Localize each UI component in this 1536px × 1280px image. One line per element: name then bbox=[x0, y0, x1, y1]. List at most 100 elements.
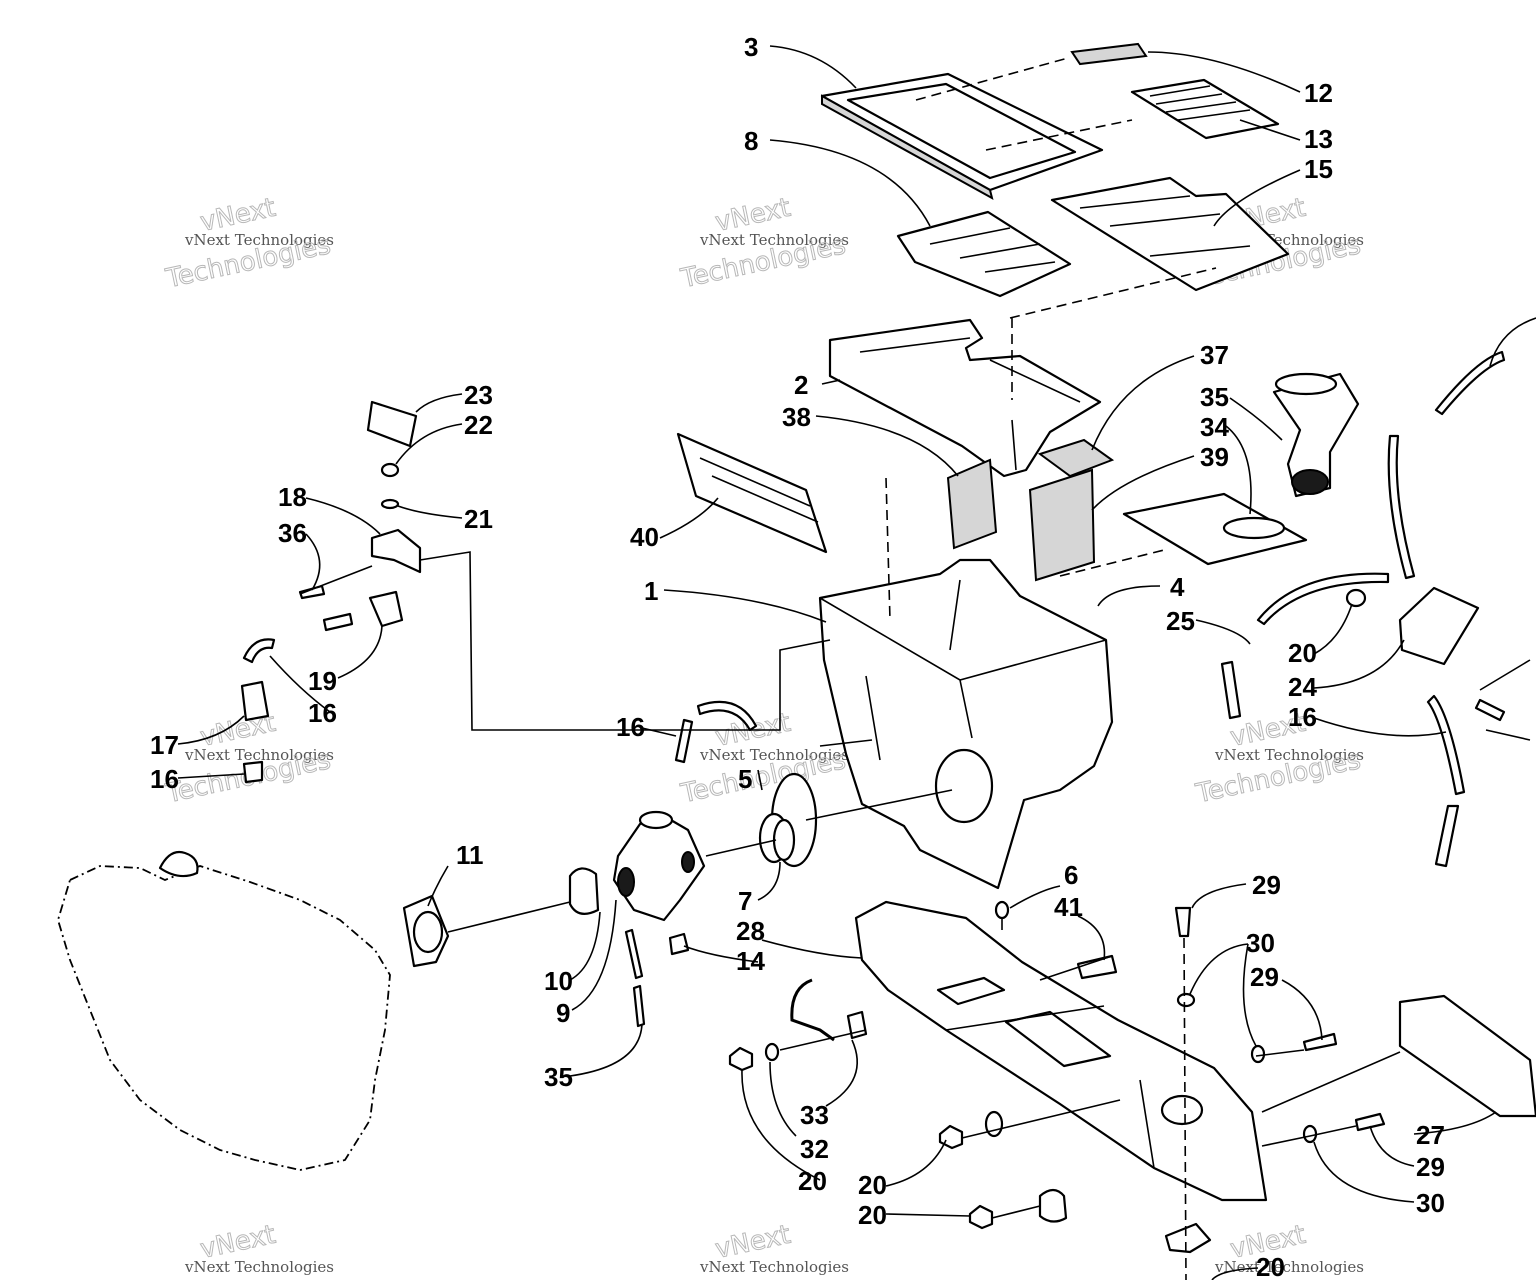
callout-7: 7 bbox=[738, 886, 752, 916]
engine-fill-cap bbox=[158, 850, 199, 878]
part-30-washer-c bbox=[1302, 1124, 1318, 1144]
callout-35b: 35 bbox=[544, 1062, 573, 1092]
callout-14: 14 bbox=[736, 946, 765, 976]
callout-27: 27 bbox=[1416, 1120, 1445, 1150]
callout-10: 10 bbox=[544, 966, 573, 996]
callout-16b: 16 bbox=[150, 764, 179, 794]
callout-29b: 29 bbox=[1250, 962, 1279, 992]
part-28-silencer bbox=[854, 900, 1268, 1202]
part-20-nut-d bbox=[968, 1204, 994, 1230]
callout-24: 24 bbox=[1288, 672, 1317, 702]
part-39-foam bbox=[1028, 468, 1096, 582]
callout-20d: 20 bbox=[858, 1200, 887, 1230]
part-29-bolt-c bbox=[1354, 1112, 1386, 1132]
callout-6: 6 bbox=[1064, 860, 1078, 890]
part-11-flange bbox=[402, 894, 450, 968]
part-37-foam bbox=[1037, 438, 1115, 478]
callout-30a: 30 bbox=[1246, 928, 1275, 958]
callout-34: 34 bbox=[1200, 412, 1229, 442]
part-8-tray bbox=[896, 210, 1072, 298]
callout-25: 25 bbox=[1166, 606, 1195, 636]
part-16-clamp bbox=[242, 760, 264, 784]
callout-37: 37 bbox=[1200, 340, 1229, 370]
callout-4: 4 bbox=[1170, 572, 1185, 602]
svg-text:vNext Technologies: vNext Technologies bbox=[1214, 1258, 1364, 1276]
part-27-block bbox=[1398, 994, 1536, 1118]
part-16-hose-g bbox=[1426, 694, 1466, 796]
callout-29c: 29 bbox=[1416, 1152, 1445, 1182]
svg-text:vNext Technologies: vNext Technologies bbox=[699, 746, 849, 764]
part-2-upper-airbox bbox=[828, 318, 1102, 478]
part-22-nut bbox=[380, 462, 400, 478]
part-16-hose-f bbox=[1387, 434, 1416, 580]
callout-35a: 35 bbox=[1200, 382, 1229, 412]
callout-2: 2 bbox=[794, 370, 808, 400]
part-20-nut-b bbox=[728, 1046, 754, 1072]
part-16-hose-c bbox=[322, 612, 354, 632]
callout-21: 21 bbox=[464, 504, 493, 534]
part-16-hose-d bbox=[242, 638, 276, 664]
part-34-gasket bbox=[1122, 492, 1308, 566]
part-16-hose-a bbox=[674, 718, 694, 764]
part-38-foam bbox=[946, 458, 998, 550]
part-35-hose bbox=[624, 928, 644, 980]
callout-28: 28 bbox=[736, 916, 765, 946]
part-24-pump bbox=[1398, 586, 1480, 666]
callout-32: 32 bbox=[800, 1134, 829, 1164]
callout-29a: 29 bbox=[1252, 870, 1281, 900]
part-23-decal bbox=[366, 400, 418, 448]
part-16-hose-h bbox=[1434, 804, 1460, 868]
part-30-washer-a bbox=[1176, 992, 1196, 1008]
part-12-clip bbox=[1070, 42, 1148, 66]
callout-30b: 30 bbox=[1416, 1188, 1445, 1218]
callouts: 3 12 13 8 15 2 37 35 34 38 39 23 22 18 2… bbox=[150, 32, 1445, 1280]
callout-39: 39 bbox=[1200, 442, 1229, 472]
part-10-clamp bbox=[568, 867, 600, 915]
part-20-nut-a bbox=[1345, 588, 1367, 608]
bracket-right bbox=[1479, 659, 1531, 741]
leader-lines bbox=[177, 45, 1536, 1280]
part-35-elbow bbox=[1272, 372, 1360, 498]
part-29-bolt-a bbox=[1174, 906, 1192, 938]
part-1-airbox bbox=[818, 558, 1114, 890]
callout-20c: 20 bbox=[858, 1170, 887, 1200]
callout-20e: 20 bbox=[1256, 1252, 1285, 1280]
part-3-filter-frame bbox=[820, 72, 1104, 200]
part-40-foam-strip bbox=[676, 432, 828, 554]
callout-40: 40 bbox=[630, 522, 659, 552]
callout-33: 33 bbox=[800, 1100, 829, 1130]
part-32-washer bbox=[764, 1042, 780, 1062]
callout-13: 13 bbox=[1304, 124, 1333, 154]
part-36-screw-right bbox=[1474, 698, 1506, 722]
svg-text:vNext Technologies: vNext Technologies bbox=[184, 746, 334, 764]
callout-41: 41 bbox=[1054, 892, 1083, 922]
part-14-nut bbox=[668, 932, 690, 956]
part-16-hose-b bbox=[696, 700, 758, 732]
callout-20a: 20 bbox=[1288, 638, 1317, 668]
part-18-bracket bbox=[370, 528, 422, 574]
callout-16d: 16 bbox=[616, 712, 645, 742]
svg-text:vNext Technologies: vNext Technologies bbox=[699, 1258, 849, 1276]
svg-text:vNext Technologies: vNext Technologies bbox=[184, 1258, 334, 1276]
part-7-adapter bbox=[772, 818, 796, 862]
callout-16c: 16 bbox=[1288, 702, 1317, 732]
callout-22: 22 bbox=[464, 410, 493, 440]
callout-17: 17 bbox=[150, 730, 179, 760]
part-15-plate bbox=[1050, 176, 1290, 292]
part-25-hose-b bbox=[1256, 572, 1390, 626]
part-21-washer bbox=[380, 498, 400, 510]
callout-15: 15 bbox=[1304, 154, 1333, 184]
engine-outline bbox=[57, 865, 391, 1171]
svg-text:vNext Technologies: vNext Technologies bbox=[1214, 746, 1364, 764]
callout-16a: 16 bbox=[308, 698, 337, 728]
callout-19: 19 bbox=[308, 666, 337, 696]
part-20-knob bbox=[1164, 1222, 1212, 1254]
callout-11: 11 bbox=[456, 840, 484, 870]
part-17-fitting bbox=[240, 680, 270, 722]
part-6-grommet bbox=[994, 900, 1010, 920]
part-35-hose-b bbox=[632, 984, 646, 1028]
callout-20b: 20 bbox=[798, 1166, 827, 1196]
part-20-plate-d bbox=[1038, 1188, 1068, 1223]
callout-38: 38 bbox=[782, 402, 811, 432]
